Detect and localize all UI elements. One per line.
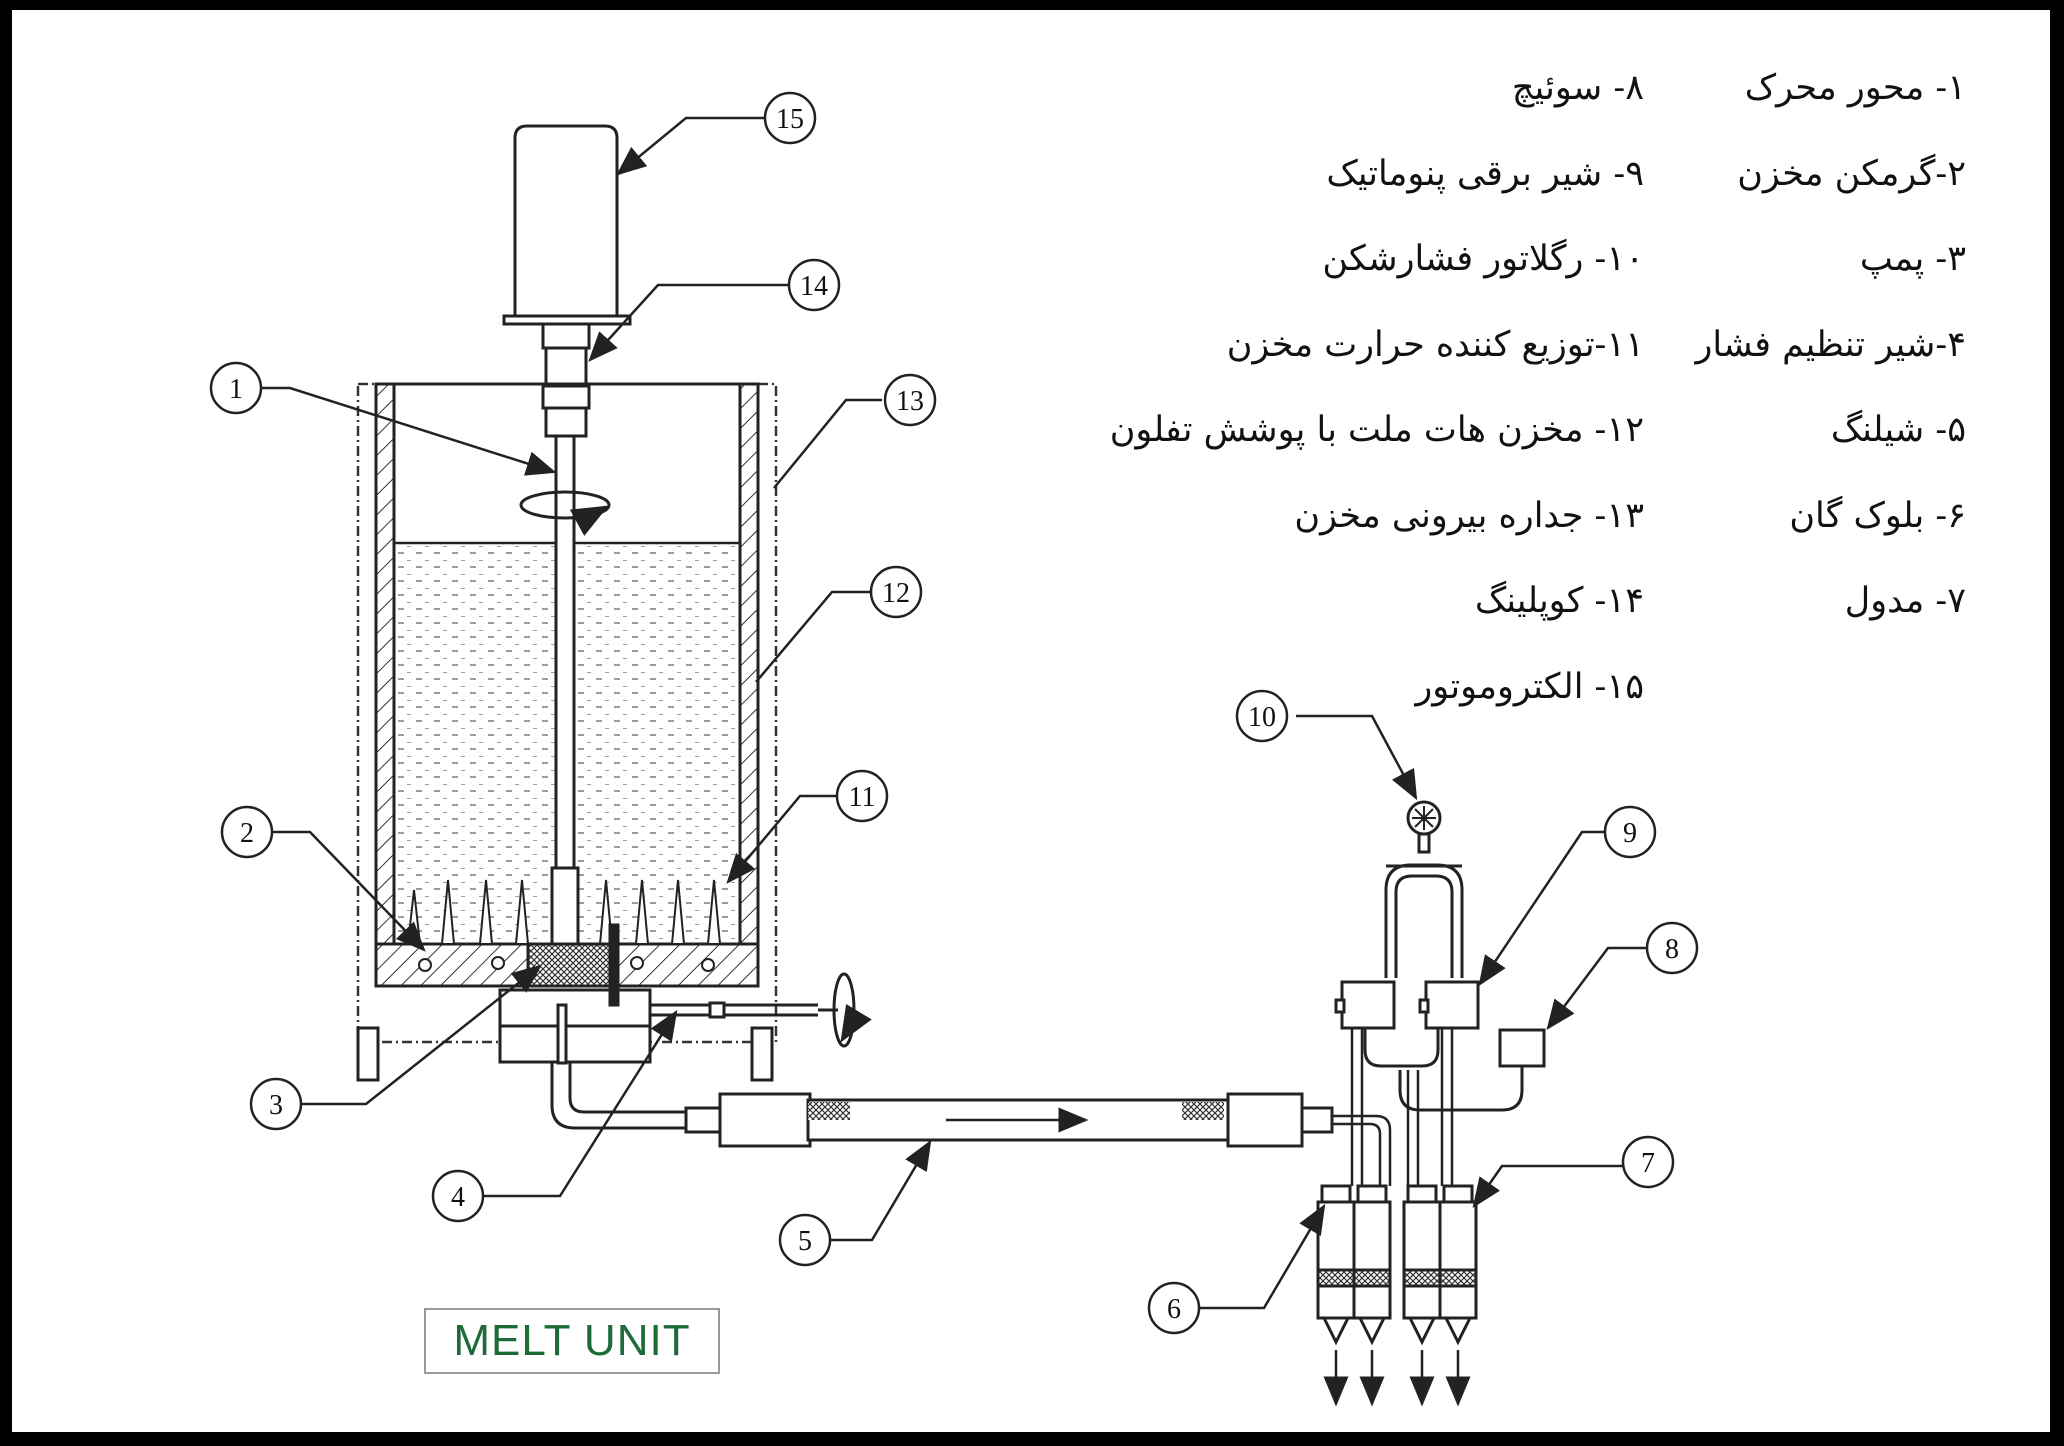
gun-modules — [1316, 1184, 1478, 1346]
legend-item-15: ۱۵- الکتروموتور — [1415, 666, 1644, 707]
callout-4: 4 — [431, 1169, 485, 1223]
legend-item-10: ۱۰- رگلاتور فشارشکن — [1322, 239, 1644, 279]
drive-shaft — [519, 434, 611, 950]
legend-item-5: ۵- شیلنگ — [1830, 410, 1966, 450]
svg-text:12: 12 — [882, 578, 910, 609]
electric-motor — [502, 124, 632, 350]
callout-9: 9 — [1603, 805, 1657, 859]
svg-text:15: 15 — [776, 104, 804, 135]
callout-7: 7 — [1621, 1135, 1675, 1189]
melt-unit-caption: MELT UNIT — [424, 1308, 720, 1374]
leader-lines — [262, 116, 1646, 1310]
svg-text:9: 9 — [1623, 818, 1637, 849]
callout-10: 10 — [1235, 689, 1289, 743]
air-lines — [1332, 1028, 1454, 1186]
tank-legs — [356, 1026, 774, 1082]
tank-heater — [418, 956, 715, 972]
heat-distributor — [406, 879, 722, 945]
legend-item-12: ۱۲- مخزن هات ملت با پوشش تفلون — [1109, 410, 1644, 450]
pressure-regulator — [1384, 800, 1464, 978]
svg-text:13: 13 — [896, 386, 924, 417]
legend-item-7: ۷- مدول — [1844, 581, 1966, 621]
callout-6: 6 — [1147, 1281, 1201, 1335]
pressure-valve — [650, 972, 872, 1048]
svg-text:5: 5 — [798, 1226, 812, 1257]
legend-left-column: ۸- سوئیچ ۹- شیر برقی پنوماتیک ۱۰- رگلاتو… — [1110, 58, 1644, 742]
callout-15: 15 — [763, 91, 817, 145]
svg-text:10: 10 — [1248, 702, 1276, 733]
svg-text:3: 3 — [269, 1090, 283, 1121]
svg-text:8: 8 — [1665, 934, 1679, 965]
svg-text:1: 1 — [229, 374, 243, 405]
svg-text:11: 11 — [849, 782, 876, 813]
svg-text:6: 6 — [1167, 1294, 1181, 1325]
legend-item-1: ۱- محور محرک — [1744, 68, 1966, 108]
callout-1: 1 — [209, 361, 263, 415]
svg-text:4: 4 — [451, 1182, 465, 1213]
solenoid-valves — [1334, 980, 1480, 1068]
callout-14: 14 — [787, 258, 841, 312]
pump — [498, 923, 652, 1065]
callout-8: 8 — [1645, 921, 1699, 975]
callout-3: 3 — [249, 1077, 303, 1131]
hose — [684, 1092, 1334, 1148]
callouts: 1 2 3 4 5 6 7 8 9 10 11 12 13 14 15 — [209, 91, 1699, 1335]
legend-item-13: ۱۳- جداره بیرونی مخزن — [1294, 495, 1644, 536]
legend-right-column: ۱- محور محرک ۲-گرمکن مخزن ۳- پمپ ۴-شیر ت… — [1696, 58, 1966, 657]
callout-11: 11 — [835, 769, 889, 823]
legend-item-2: ۲-گرمکن مخزن — [1737, 153, 1966, 194]
legend-item-6: ۶- بلوک گان — [1789, 495, 1966, 536]
diagram-frame — [12, 10, 2050, 1432]
callout-12: 12 — [869, 565, 923, 619]
callout-2: 2 — [220, 805, 274, 859]
svg-text:14: 14 — [800, 271, 828, 302]
legend-item-11: ۱۱-توزیع کننده حرارت مخزن — [1226, 324, 1644, 365]
legend-item-8: ۸- سوئیچ — [1511, 68, 1644, 108]
svg-text:2: 2 — [240, 818, 254, 849]
callout-5: 5 — [778, 1213, 832, 1267]
switch — [1398, 1028, 1546, 1112]
coupling — [541, 346, 591, 438]
output-arrows — [1323, 1350, 1471, 1407]
legend-item-14: ۱۴- کوپلینگ — [1474, 581, 1644, 621]
callout-13: 13 — [883, 373, 937, 427]
legend-item-9: ۹- شیر برقی پنوماتیک — [1326, 153, 1644, 194]
outlet-pipe — [550, 1062, 690, 1130]
legend-item-3: ۳- پمپ — [1859, 239, 1966, 279]
legend-item-4: ۴-شیر تنظیم فشار — [1695, 324, 1966, 365]
svg-text:7: 7 — [1641, 1148, 1655, 1179]
